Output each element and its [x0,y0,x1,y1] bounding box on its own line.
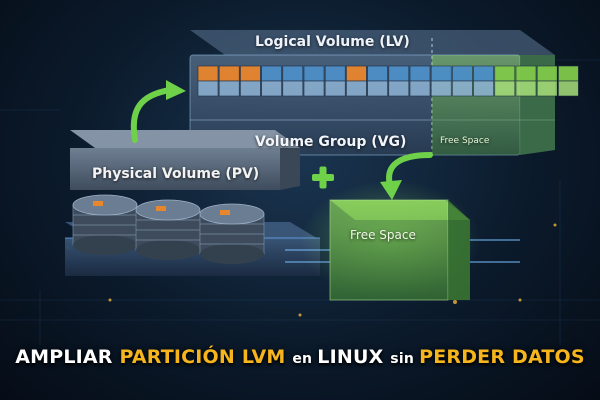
lv-block-lower [515,80,537,97]
lv-block [303,65,325,82]
lv-block [218,65,240,82]
lv-block-lower [303,80,325,97]
disk-stack-icon [72,194,138,255]
lv-block-lower [282,80,304,97]
lv-block-lower [240,80,261,97]
banner-part-3: en [292,351,318,367]
lv-block-lower [261,80,282,97]
expand-arrow-icon [130,80,186,143]
pv-label: Physical Volume (PV) [92,166,260,182]
lv-block [452,65,473,82]
free-space-block-label: Free Space [350,228,416,242]
lv-block [197,65,219,82]
lv-block-row [197,65,579,97]
lv-block-lower [367,80,388,97]
lv-block-lower [452,80,473,97]
disk-stack-icon [199,203,265,264]
lv-block [346,65,367,82]
lv-block-lower [536,80,558,97]
lv-block-lower [324,80,346,97]
lv-block-lower [409,80,431,97]
lv-block [388,65,410,82]
vg-free-space-label: Free Space [440,136,490,146]
lv-block [558,65,579,82]
banner-part-5: sin [390,351,420,367]
banner-part-2: PARTICIÓN LVM [119,346,293,368]
connector-lines [285,239,520,263]
lv-block [282,65,304,82]
merge-arrow-icon [380,152,433,200]
vg-label: Volume Group (VG) [255,134,407,150]
lv-block [409,65,431,82]
lv-block [430,65,452,82]
pv-slab [70,130,300,190]
banner-part-6: PERDER DATOS [419,346,585,368]
banner-part-4: LINUX [317,346,391,368]
lv-block [536,65,558,82]
lv-block-lower [473,80,494,97]
background-grid [0,59,600,345]
lv-block [494,65,516,82]
lv-block-lower [218,80,240,97]
lv-block [515,65,537,82]
title-banner: AMPLIAR PARTICIÓN LVM en LINUX sin PERDE… [0,346,600,386]
lv-label: Logical Volume (LV) [255,34,410,50]
lv-block-lower [430,80,452,97]
lv-block [367,65,388,82]
lv-block-lower [388,80,410,97]
lv-block-lower [197,80,219,97]
lv-block [324,65,346,82]
lv-block-lower [346,80,367,97]
banner-part-1: AMPLIAR [15,346,120,368]
plus-icon [312,166,334,189]
lv-block-lower [494,80,516,97]
lv-block [240,65,261,82]
lv-block [473,65,494,82]
free-space-block [300,180,480,301]
lv-block-lower [558,80,579,97]
lv-block [261,65,282,82]
disk-stacks [72,194,265,264]
disk-stack-icon [135,199,201,260]
